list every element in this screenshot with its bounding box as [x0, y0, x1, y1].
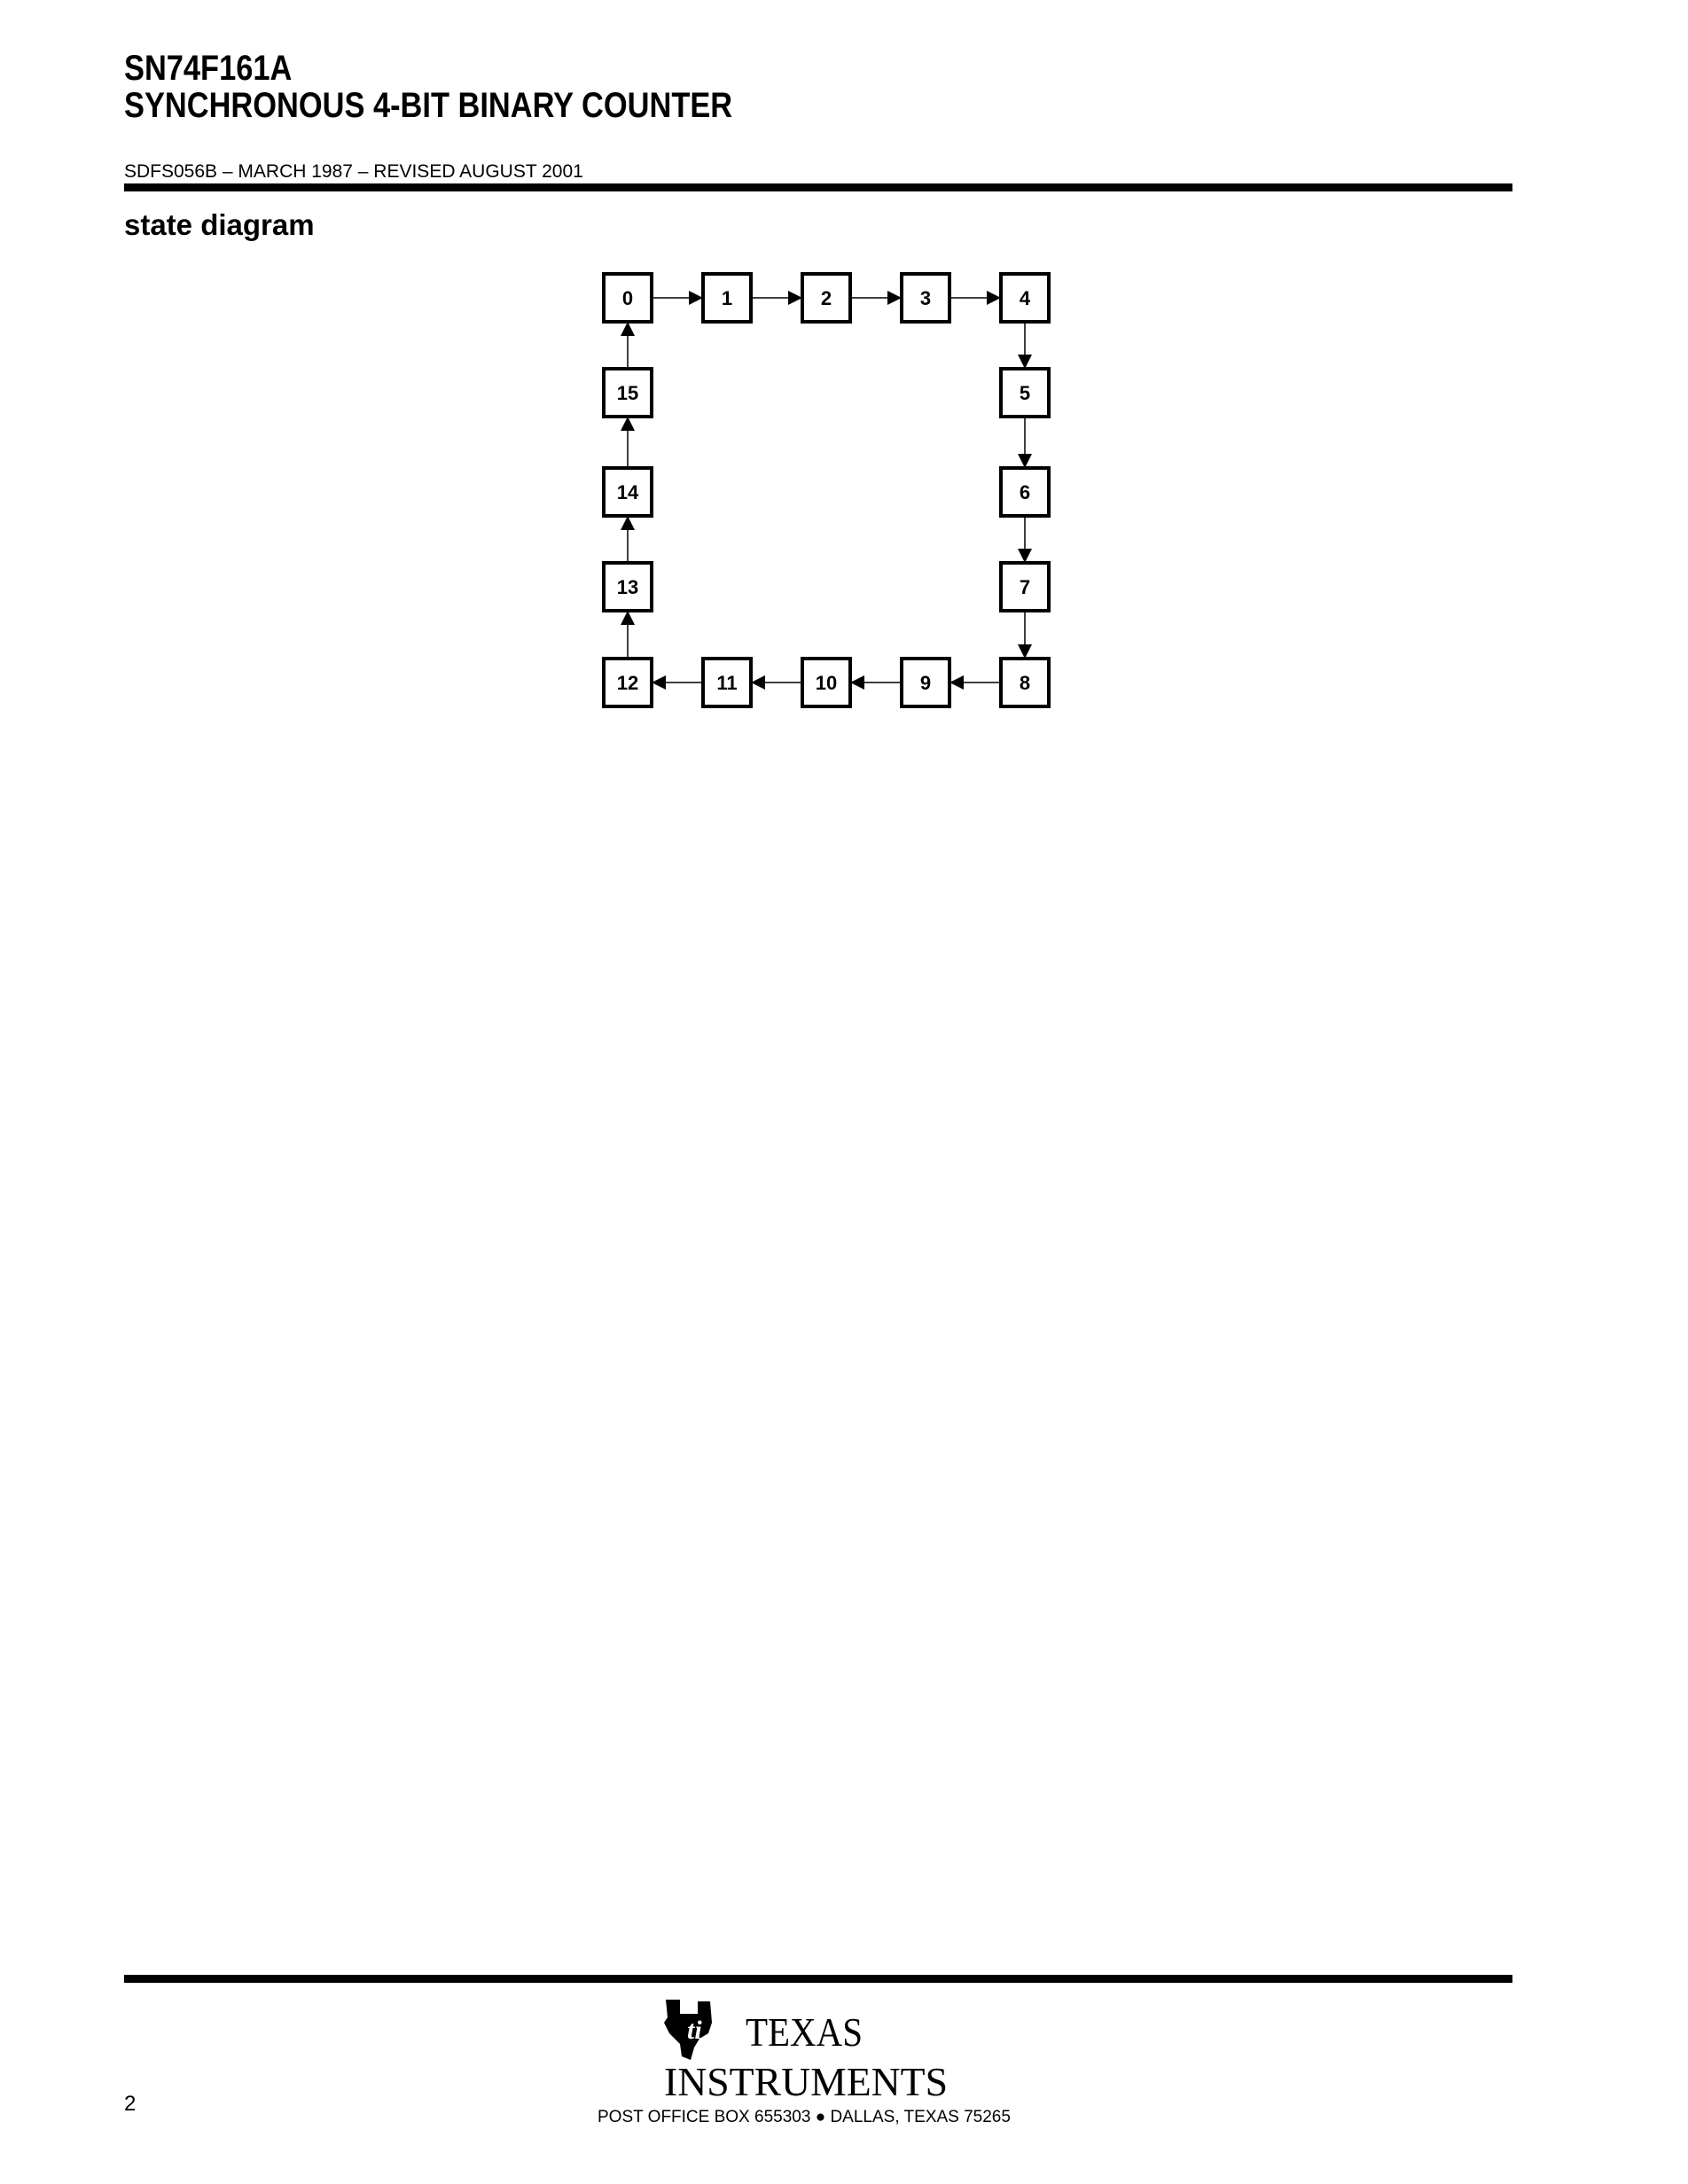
- footer-address: POST OFFICE BOX 655303 ● DALLAS, TEXAS 7…: [598, 2108, 1011, 2126]
- state-box: [602, 657, 653, 708]
- state-node-14: 14: [602, 466, 653, 518]
- svg-text:ti: ti: [687, 2016, 702, 2045]
- texas-state-icon: [664, 2000, 712, 2060]
- state-box: [999, 466, 1051, 518]
- state-label: 14: [617, 481, 639, 503]
- state-box: [801, 657, 852, 708]
- state-node-8: 8: [999, 657, 1051, 708]
- header-rule: [124, 183, 1512, 191]
- page-number: 2: [124, 2092, 137, 2116]
- document-title: SYNCHRONOUS 4-BIT BINARY COUNTER: [124, 86, 733, 125]
- state-label: 13: [617, 576, 638, 598]
- state-label: 5: [1020, 382, 1030, 404]
- part-number: SN74F161A: [124, 49, 293, 88]
- document-revision: SDFS056B – MARCH 1987 – REVISED AUGUST 2…: [124, 161, 583, 182]
- state-label: 2: [821, 287, 832, 309]
- state-node-15: 15: [602, 367, 653, 418]
- state-box: [999, 561, 1051, 612]
- state-node-3: 3: [900, 272, 951, 324]
- state-node-1: 1: [701, 272, 753, 324]
- state-node-5: 5: [999, 367, 1051, 418]
- state-node-13: 13: [602, 561, 653, 612]
- state-node-2: 2: [801, 272, 852, 324]
- state-label: 7: [1020, 576, 1030, 598]
- state-box: [602, 561, 653, 612]
- state-label: 4: [1020, 287, 1031, 309]
- state-label: 12: [617, 672, 638, 694]
- footer-rule: [124, 1975, 1512, 1983]
- state-box: [999, 272, 1051, 324]
- state-label: 1: [722, 287, 732, 309]
- state-label: 15: [617, 382, 638, 404]
- state-box: [701, 657, 753, 708]
- state-box: [900, 272, 951, 324]
- state-label: 9: [920, 672, 931, 694]
- logo-line-1: TEXAS: [746, 2009, 863, 2055]
- state-node-4: 4: [999, 272, 1051, 324]
- state-node-6: 6: [999, 466, 1051, 518]
- state-box: [801, 272, 852, 324]
- state-node-11: 11: [701, 657, 753, 708]
- state-box: [900, 657, 951, 708]
- state-label: 3: [920, 287, 931, 309]
- texas-instruments-logo: ti TEXAS INSTRUMENTS: [664, 2000, 948, 2104]
- state-box: [602, 272, 653, 324]
- state-box: [999, 657, 1051, 708]
- state-box: [701, 272, 753, 324]
- state-node-12: 12: [602, 657, 653, 708]
- section-heading: state diagram: [124, 208, 315, 241]
- state-box: [602, 466, 653, 518]
- state-label: 11: [716, 672, 737, 694]
- state-node-9: 9: [900, 657, 951, 708]
- state-node-0: 0: [602, 272, 653, 324]
- state-node-10: 10: [801, 657, 852, 708]
- state-box: [999, 367, 1051, 418]
- state-label: 0: [622, 287, 633, 309]
- logo-line-2: INSTRUMENTS: [664, 2059, 948, 2104]
- state-label: 6: [1020, 481, 1030, 503]
- state-label: 8: [1020, 672, 1030, 694]
- state-node-7: 7: [999, 561, 1051, 612]
- state-box: [602, 367, 653, 418]
- state-label: 10: [816, 672, 837, 694]
